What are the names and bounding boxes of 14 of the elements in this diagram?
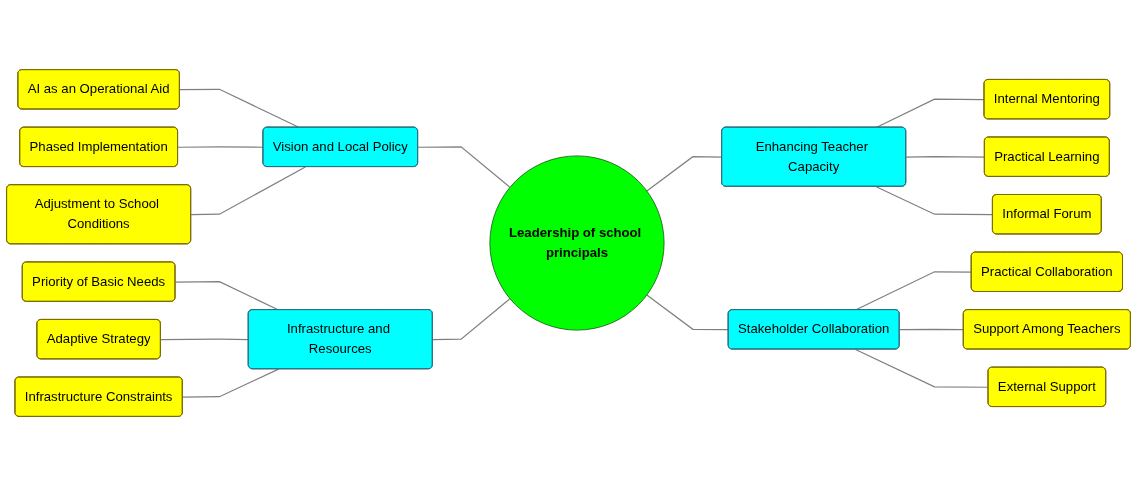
connector xyxy=(432,298,511,341)
connector xyxy=(417,146,511,188)
connector xyxy=(179,88,300,129)
connector xyxy=(160,338,250,341)
connector xyxy=(182,368,280,398)
connector xyxy=(190,166,306,216)
connector xyxy=(646,294,730,331)
connector xyxy=(646,156,723,192)
node-circle: Leadership of school principals xyxy=(489,155,665,331)
connector xyxy=(899,328,965,331)
connector xyxy=(854,348,990,388)
connector xyxy=(177,146,264,148)
connector xyxy=(905,156,986,158)
connector xyxy=(875,186,994,216)
